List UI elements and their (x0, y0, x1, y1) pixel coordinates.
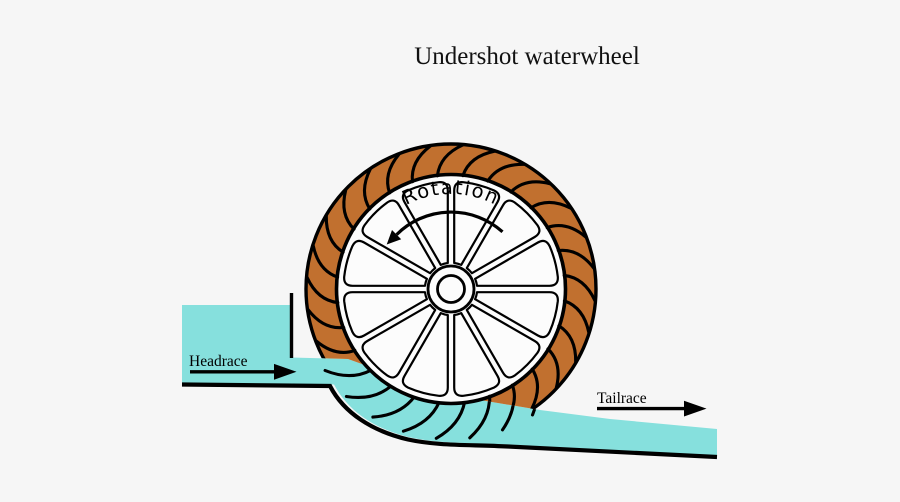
wheel-sector-panel (343, 291, 428, 339)
rim-blade (435, 143, 465, 178)
wheel-sector-panel (465, 303, 541, 379)
rim-blade (509, 180, 552, 194)
rim-blade (486, 162, 526, 183)
rim-blade (342, 188, 356, 231)
wheel-sector-panel (453, 312, 501, 397)
wheel-sector-panel (465, 199, 541, 275)
rim-inner-edge (334, 172, 568, 406)
rim-blade (530, 367, 540, 411)
submerged-blade (434, 400, 467, 440)
rim-blade (461, 149, 497, 178)
headrace-arrowhead-icon (274, 363, 297, 380)
rim-blade (362, 167, 372, 211)
headrace-label: Headrace (189, 353, 248, 370)
rim-blade (410, 144, 432, 184)
rim-blade (562, 299, 591, 335)
rim-blade (305, 275, 340, 305)
submerged-blade (401, 400, 441, 433)
tailrace-annotation: Tailrace (597, 390, 707, 417)
rim-blade (386, 152, 401, 195)
rim-blade (311, 243, 340, 279)
wheel-sector-panel (343, 239, 428, 287)
tailrace-label: Tailrace (597, 390, 647, 407)
rim-blade (529, 200, 573, 210)
submerged-blade (371, 395, 416, 419)
rim-blade (556, 248, 596, 270)
wheel-sector-panel (453, 181, 501, 266)
submerged-blade (344, 384, 393, 400)
wheel-sector-panel (474, 291, 559, 339)
diagram-title: Undershot waterwheel (414, 43, 640, 70)
rim-blade (314, 339, 357, 354)
water-channel (182, 305, 717, 456)
sluice-gate (289, 293, 294, 358)
wheel-sector-panel (401, 181, 449, 266)
tailrace-arrowhead-icon (684, 400, 707, 417)
hub-axle (436, 274, 466, 304)
rim-blade (562, 273, 597, 303)
rotation-arrowhead-icon (386, 230, 402, 245)
rim-blade (545, 224, 588, 239)
channel-bed (181, 382, 718, 460)
wheel-sector-panel (361, 303, 437, 379)
rotation-arrow-arc (395, 210, 504, 236)
wheel-sector-panel (401, 312, 449, 397)
wheel-sector-panel (474, 239, 559, 287)
rim-blade (324, 214, 345, 254)
rim-blade (306, 308, 346, 330)
headrace-annotation: Headrace (189, 353, 297, 380)
rim-blade (546, 347, 560, 390)
rim-blade (557, 324, 578, 364)
rim-outer-edge (304, 142, 598, 429)
submerged-blade (323, 368, 373, 378)
